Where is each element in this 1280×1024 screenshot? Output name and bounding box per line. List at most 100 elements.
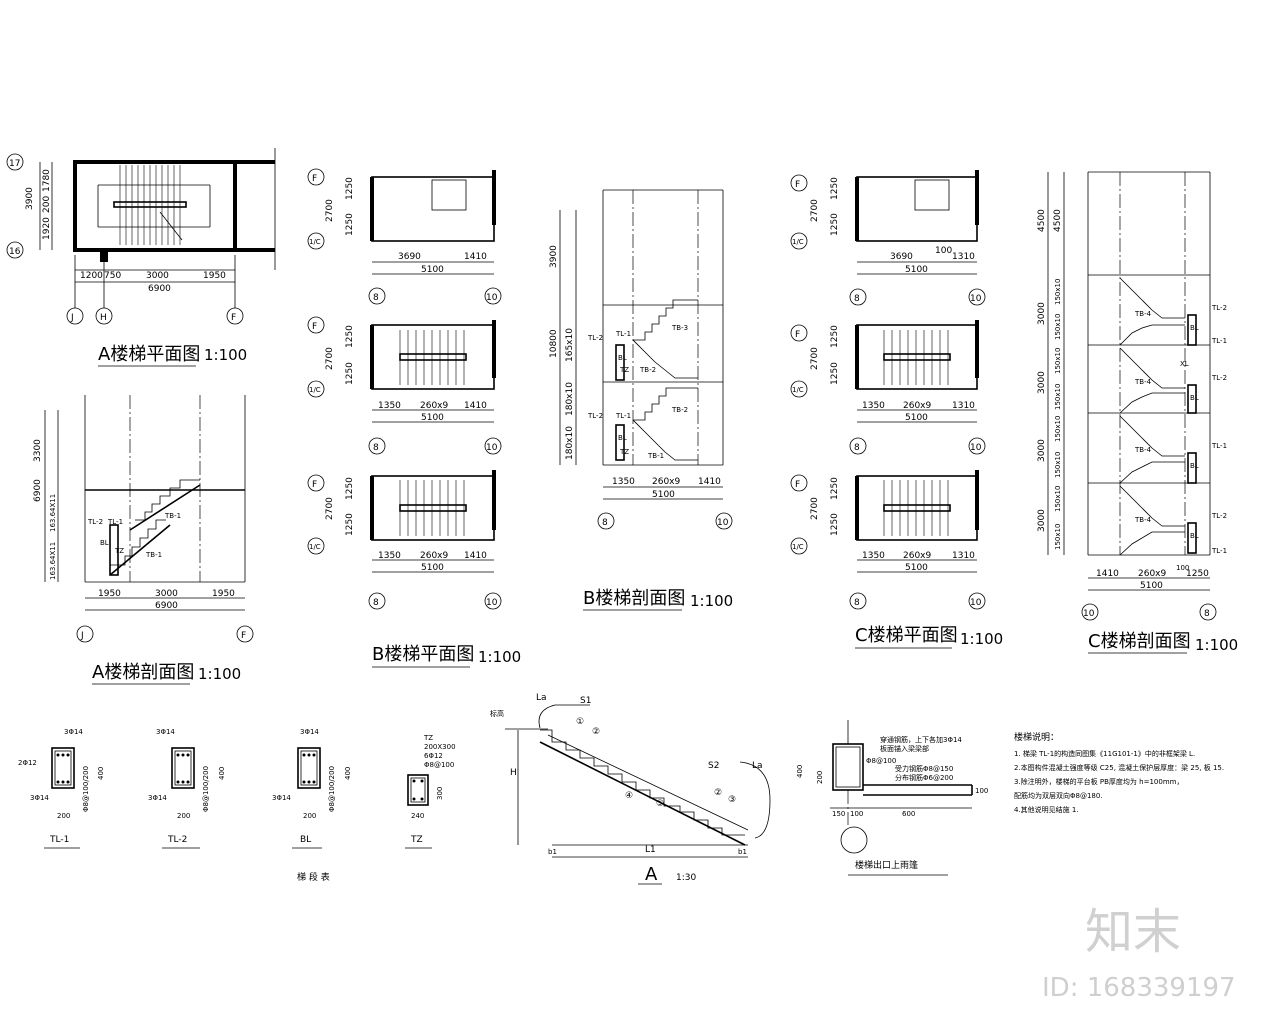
detail-floor-level: 标高 (490, 709, 504, 718)
c-section-tl1-b: TL-1 (1211, 442, 1227, 450)
b-section-tl2-b: TL-2 (587, 412, 603, 420)
b-section-dim-180x10-a: 180x10 (565, 382, 575, 416)
a-plan-dim-200: 200 (42, 196, 52, 213)
c-section-dim-4500-a: 4500 (1037, 209, 1047, 232)
c-section-dim-3000-c: 3000 (1037, 439, 1047, 462)
c-section-dim-150x10-c: 150x10 (1054, 348, 1062, 374)
a-section-axis-j (76, 625, 94, 643)
tl2-name: TL-2 (167, 835, 187, 845)
c-plan-top-dim-1310: 1310 (952, 252, 975, 262)
tl1-bot-rebar: 3Φ14 (30, 794, 49, 802)
canopy-axis-bubble (840, 826, 868, 854)
b-plan-bot-dim-1250: 1250 (345, 477, 355, 500)
a-plan-dim-6900: 6900 (148, 284, 171, 294)
tz-note1: TZ (423, 734, 433, 742)
c-section-dim-150x10-d: 150x10 (1054, 384, 1062, 410)
b-plan-mid-dim-1250b: 1250 (345, 362, 355, 385)
b-section-tb2-a: TB-2 (639, 366, 656, 374)
b-section-scale: 1:100 (690, 592, 733, 610)
c-stair-plans: 3690 100 1310 5100 1350 260x9 1310 5100 … (790, 170, 1003, 649)
b-plan-top-dim-5100: 5100 (421, 265, 444, 275)
c-plan-axis-f-1: F (795, 180, 800, 190)
b-plan-bot-dim-5100: 5100 (421, 563, 444, 573)
b-plan-axis-8-2: 8 (373, 443, 379, 453)
tz-note3: 6Φ12 (424, 752, 443, 760)
b-plan-bot-dim-1350: 1350 (378, 551, 401, 561)
detail-l1: L1 (645, 845, 656, 855)
c-plan-bot-dim-5100: 5100 (905, 563, 928, 573)
detail-mark-4: ④ (625, 791, 633, 801)
b-section-dim-1410: 1410 (698, 477, 721, 487)
b-plan-top-dim-3690: 3690 (398, 252, 421, 262)
stair-notes: 楼梯说明： 1. 梯梁 TL-1的构造同图集《11G101-1》中的非框架梁 L… (1014, 731, 1224, 814)
canopy-title: 楼梯出口上雨篷 (855, 859, 918, 871)
axis-f-bubble (226, 307, 244, 325)
a-section-tb1-lower: TB-1 (145, 551, 162, 559)
c-section-dim-150x10-h: 150x10 (1054, 524, 1062, 550)
c-plan-axis-f-2: F (795, 330, 800, 340)
b-plan-axis-1c-1: 1/C (309, 238, 321, 246)
detail-a-scale: 1:30 (676, 873, 696, 883)
a-section-dim-6900: 6900 (155, 601, 178, 611)
detail-b1-b: b1 (738, 848, 747, 856)
a-plan-dim-1200: 1200 (80, 271, 103, 281)
watermark-id: ID: 168339197 (1042, 973, 1236, 1003)
c-plan-top-dim-1250b: 1250 (830, 213, 840, 236)
b-section-tl1-b: TL-1 (615, 412, 631, 420)
detail-b1-a: b1 (548, 848, 557, 856)
b-plan-top-dim-1250: 1250 (345, 177, 355, 200)
tz-name: TZ (410, 835, 423, 845)
b-plan-axis-10-3: 10 (486, 598, 498, 608)
tl2-height: 400 (218, 767, 226, 780)
a-section-dim-1950-b: 1950 (212, 589, 235, 599)
b-section-bl-b: BL (618, 434, 627, 442)
bl-top-rebar: 3Φ14 (300, 728, 319, 736)
c-section-tl1-a: TL-1 (1211, 337, 1227, 345)
detail-h: H (510, 768, 517, 778)
c-plan-bot-dim-treads: 260x9 (903, 551, 932, 561)
c-plan-top-dim-2700: 2700 (810, 199, 820, 222)
c-plan-axis-8-2: 8 (854, 443, 860, 453)
c-section-dim-150x10-e: 150x10 (1054, 416, 1062, 442)
c-section-dim-5100: 5100 (1140, 581, 1163, 591)
tl2-top-rebar: 3Φ14 (156, 728, 175, 736)
c-plan-bot-dim-1310: 1310 (952, 551, 975, 561)
beam-details: 3Φ14 2Φ12 3Φ14 Φ8@100/200 400 200 TL-1 3… (18, 728, 456, 883)
stair-table-title: 梯 段 表 (297, 871, 330, 883)
c-plan-axis-8-3: 8 (854, 598, 860, 608)
b-plan-top-dim-2700: 2700 (325, 199, 335, 222)
b-plan-bot-dim-1410: 1410 (464, 551, 487, 561)
c-plan-mid-dim-treads: 260x9 (903, 401, 932, 411)
axis-f-label: F (231, 313, 236, 323)
b-plan-axis-f-1: F (312, 174, 317, 184)
c-plan-axis-10-3: 10 (970, 598, 982, 608)
a-plan-dim-750: 750 (104, 271, 121, 281)
a-section-dim-3000: 3000 (155, 589, 178, 599)
canopy-note-3: Φ8@100 (866, 757, 896, 765)
c-section-tl2-b: TL-2 (1211, 374, 1227, 382)
b-section-dim-165x10: 165x10 (565, 328, 575, 362)
bl-name: BL (300, 835, 311, 845)
tl2-bot-rebar: 3Φ14 (148, 794, 167, 802)
notes-line-2: 2.本图构件混凝土强度等级 C25, 混凝土保护层厚度：梁 25, 板 15. (1014, 763, 1224, 772)
b-section-tz-a: TZ (619, 366, 629, 374)
c-plan-axis-1c-2: 1/C (792, 386, 804, 394)
b-plan-mid-dim-1410: 1410 (464, 401, 487, 411)
canopy-note-4: 受力钢筋Φ8@150 (895, 764, 953, 773)
b-plan-axis-f-3: F (312, 480, 317, 490)
c-plan-axis-1c-1: 1/C (792, 238, 804, 246)
b-plan-axis-8-3: 8 (373, 598, 379, 608)
c-section-dim-150x10-b: 150x10 (1054, 314, 1062, 340)
c-section-bl-a: BL (1190, 324, 1199, 332)
b-section-title: B楼梯剖面图 (583, 588, 685, 609)
b-plan-top-dim-1410: 1410 (464, 252, 487, 262)
detail-mark-3: ③ (728, 795, 736, 805)
b-section-dim-3900: 3900 (549, 245, 559, 268)
a-section-axis-f-label: F (241, 631, 246, 641)
canopy-dim-100: 100 (850, 810, 863, 818)
c-section-dim-3000-a: 3000 (1037, 302, 1047, 325)
a-stair-plan: 3900 1780 200 1920 1200 750 3000 1950 69… (6, 148, 276, 367)
b-section-tb2-b: TB-2 (671, 406, 688, 414)
detail-s2: S2 (708, 761, 719, 771)
b-plan-axis-10-1: 10 (486, 293, 498, 303)
